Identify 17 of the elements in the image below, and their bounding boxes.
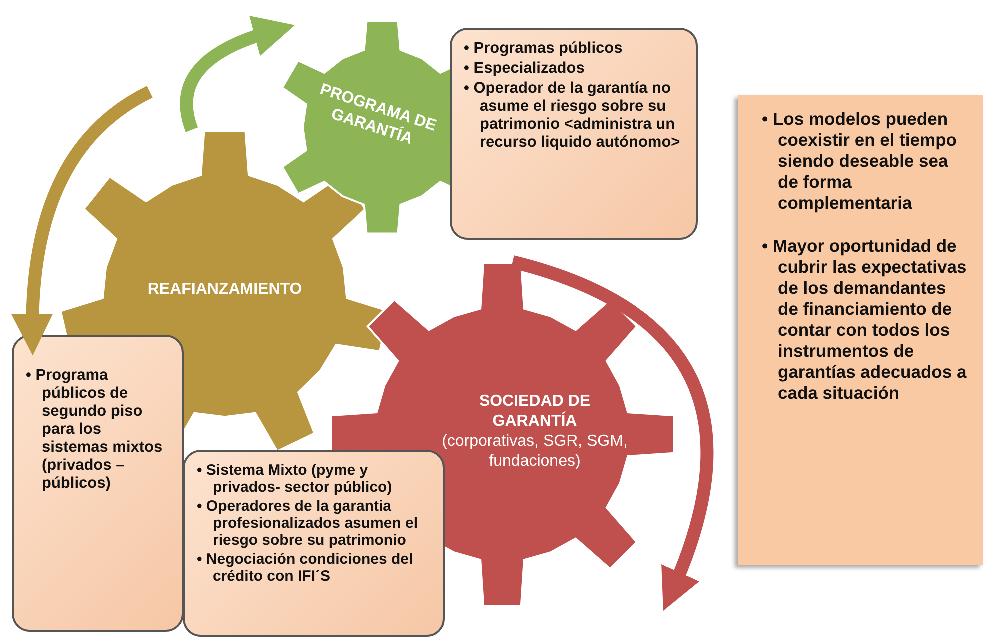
info-card [738,95,983,565]
bullet-text: • Sistema Mixto (pyme y privados- sector público) [197,462,394,496]
bullet-text: • Negociación condiciones del crédito con IFI´S [197,551,414,585]
info-card [450,28,698,240]
bullet-text: • Operador de la garantía no asume el riesgo sobre su patrimonio <administra un recurso liquido autónomo> [464,80,682,152]
info-card [183,450,445,637]
curved-arrow [12,86,154,356]
bullet-text: • Especializados [464,60,586,78]
gear-title: SOCIEDAD DE GARANTÍA [478,392,592,432]
bullet-text: • Mayor oportunidad de cubrir las expectativas de los demandantes de financiamiento de contar con todos los instrumentos de garantías adecuados a cada situación [762,236,968,404]
bullet-text: • Programa públicos de segundo piso para los sistemas mixtos (privados – públicos) [26,367,164,493]
bullet-text: • Operadores de la garantia profesionalizados asumen el riesgo sobre su patrimonio [197,498,420,549]
bullet-text: • Los modelos pueden coexistir en el tiempo siendo deseable sea de forma complementaria [762,109,958,214]
gear-title: REAFIANZAMIENTO [146,280,304,300]
info-card [12,335,184,632]
bullet-text: • Programas públicos [464,40,624,58]
gear-subtitle: (corporativas, SGR, SGM, fundaciones) [441,432,629,472]
